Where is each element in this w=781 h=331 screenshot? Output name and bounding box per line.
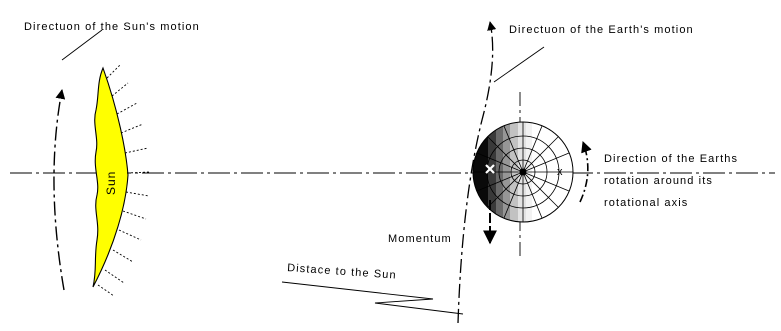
sun-label-leader <box>62 30 102 60</box>
x-marker-label: x <box>557 166 564 178</box>
earth-motion-label: Directuon of the Earth's motion <box>509 24 694 36</box>
rotation-label-line3: rotational axis <box>604 197 688 209</box>
sun-motion-label: Directuon of the Sun's motion <box>24 21 200 33</box>
earth-pole <box>520 169 527 176</box>
momentum-label: Momentum <box>388 233 452 245</box>
sun-label: Sun <box>104 171 118 195</box>
distance-label: Distace to the Sun <box>287 262 397 282</box>
rotation-label-line1: Direction of the Earths <box>604 153 738 165</box>
rotation-label-line2: rotation around its <box>604 175 713 187</box>
sun-motion-arrow <box>54 90 64 290</box>
earth-motion-leader <box>494 47 544 82</box>
rotation-arrow <box>580 142 588 202</box>
distance-leader <box>282 282 463 314</box>
